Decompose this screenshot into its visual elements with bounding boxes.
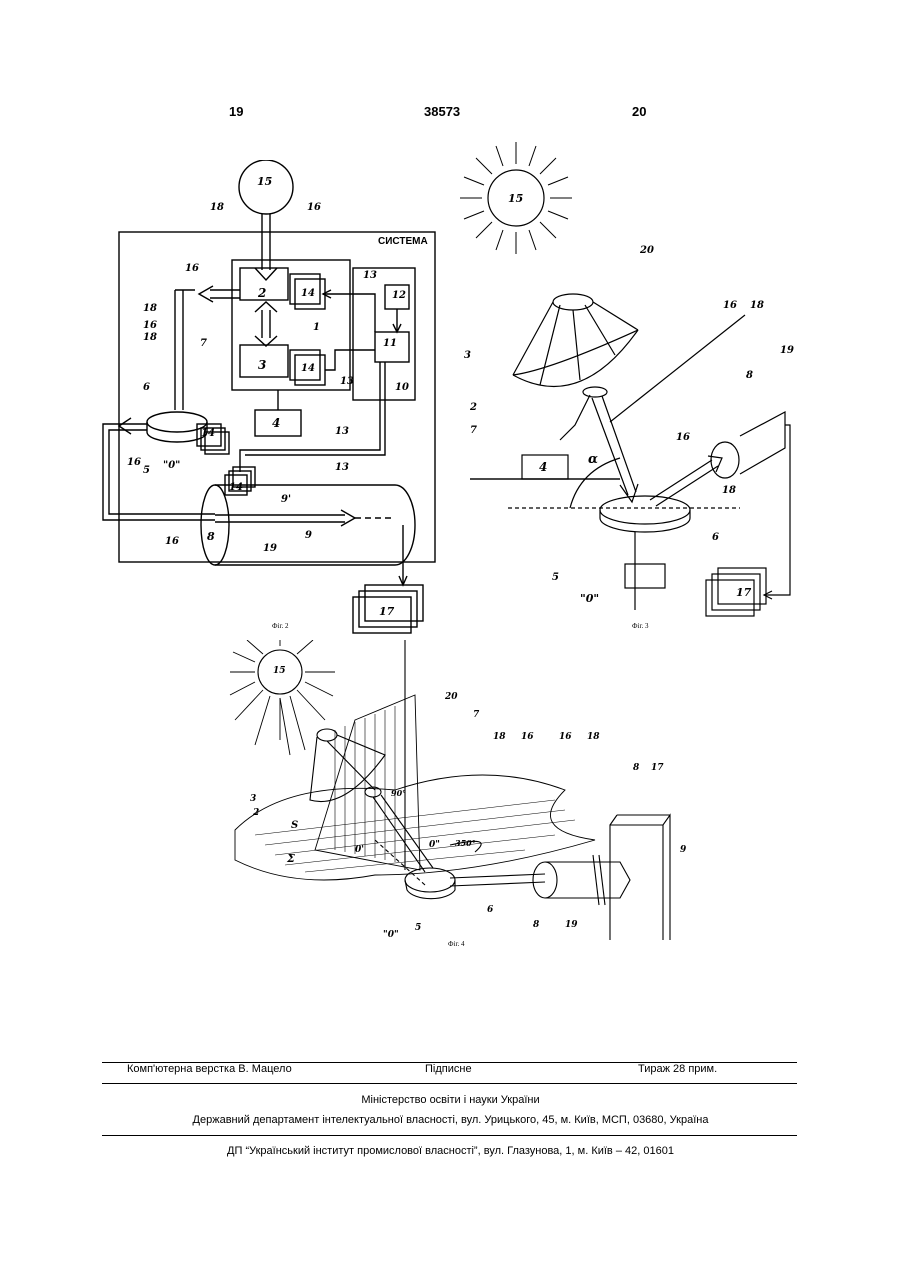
fig2-label-16: 16 (307, 202, 321, 213)
fig4-label-0b: 0" (429, 840, 440, 850)
fig2-label-8: 8 (207, 530, 215, 543)
footer-layout: Комп'ютерна верстка В. Мацело (127, 1063, 292, 1075)
footer-institute: ДП “Український інститут промислової вла… (0, 1145, 901, 1157)
fig2-label-2: 2 (258, 286, 266, 300)
fig2-label-18: 18 (210, 202, 224, 213)
fig3-caption: Фіг. 3 (632, 622, 649, 630)
fig2-caption: Фіг. 2 (272, 622, 289, 630)
fig3-label-5: 5 (552, 572, 559, 583)
fig3-label-4: 4 (539, 460, 547, 474)
fig2-label-5: 5 (143, 465, 150, 476)
fig2-label-14d: 14 (229, 482, 243, 493)
fig2-label-18c: 18 (143, 332, 157, 343)
fig3-label-8: 8 (746, 370, 753, 381)
fig4-label-2: 2 (253, 808, 259, 818)
fig4-label-15: 15 (273, 666, 286, 676)
fig4-label-90: 90° (391, 788, 406, 798)
fig2-label-14: 14 (301, 288, 315, 299)
page-number-left: 19 (229, 104, 243, 119)
fig2-label-0: "0" (163, 460, 180, 471)
fig2-label-16b: 16 (185, 263, 199, 274)
footer-signed: Підписне (425, 1063, 472, 1075)
page-number-right: 20 (632, 104, 646, 119)
fig2-label-14b: 14 (301, 363, 315, 374)
fig4-label-S: S (291, 820, 298, 831)
system-frame (119, 232, 435, 562)
fig2-label-9prime: 9' (281, 494, 291, 505)
fig2-label-16d: 16 (127, 457, 141, 468)
fig2-label-3: 3 (258, 358, 266, 372)
fig2-label-4: 4 (272, 416, 280, 430)
fig3-label-0: "0" (580, 592, 599, 605)
footer-rule-mid (102, 1083, 797, 1084)
fig3-label-16: 16 (723, 300, 737, 311)
fig2-label-13: 13 (363, 270, 377, 281)
fig4-label-sigma: Σ (287, 852, 295, 865)
patent-number: 38573 (424, 104, 460, 119)
fig2-label-18b: 18 (143, 303, 157, 314)
footer-rule-bottom (102, 1135, 797, 1136)
fig3-label-alpha: α (588, 452, 598, 467)
figure-3: 15 20 16 18 3 2 7 4 α 8 19 16 18 6 5 "0"… (440, 140, 805, 620)
figure-4-drawing (225, 640, 685, 940)
fig3-label-17: 17 (736, 586, 751, 599)
fig4-label-17: 17 (651, 763, 664, 773)
fig4-label-16b: 16 (559, 732, 572, 742)
fig4-label-6: 6 (487, 905, 493, 915)
fig4-label-8b: 8 (533, 920, 539, 930)
fig3-label-3: 3 (464, 350, 471, 361)
fig2-system-label: СИСТЕМА (378, 236, 428, 247)
fig3-label-19: 19 (780, 345, 794, 356)
fig3-label-6: 6 (712, 532, 719, 543)
fig2-label-13c: 13 (335, 426, 349, 437)
fig3-label-16b: 16 (676, 432, 690, 443)
fig4-label-0: "0" (383, 930, 399, 940)
fig2-label-10: 10 (395, 382, 409, 393)
fig4-label-0prime: 0' (355, 845, 364, 855)
fig2-label-13b: 13 (340, 376, 354, 387)
figure-2-drawing (95, 160, 440, 635)
fig3-label-18: 18 (750, 300, 764, 311)
fig4-label-18b: 18 (587, 732, 600, 742)
fig2-label-16c: 16 (143, 320, 157, 331)
fig4-label-3: 3 (250, 794, 256, 804)
footer-ministry: Міністерство освіти і науки України (0, 1094, 901, 1106)
fig3-label-18b: 18 (722, 485, 736, 496)
fig2-label-7: 7 (200, 338, 207, 349)
fig4-label-350: 350° (455, 838, 476, 848)
fig4-label-20: 20 (445, 692, 458, 702)
fig4-label-18: 18 (493, 732, 506, 742)
fig2-label-13d: 13 (335, 462, 349, 473)
fig3-label-2: 2 (470, 402, 477, 413)
fig4-label-16: 16 (521, 732, 534, 742)
fig2-label-14c: 14 (201, 428, 215, 439)
fig2-label-12: 12 (392, 290, 406, 301)
fig3-label-20: 20 (640, 245, 654, 256)
fig4-label-9: 9 (680, 845, 686, 855)
fig3-label-7: 7 (470, 425, 477, 436)
block-10 (353, 268, 415, 400)
fig2-label-19: 19 (263, 543, 277, 554)
fig4-label-19: 19 (565, 920, 578, 930)
fig2-label-6: 6 (143, 382, 150, 393)
fig2-label-1: 1 (313, 322, 320, 333)
fig3-label-15: 15 (508, 192, 523, 205)
fig4-label-7: 7 (473, 710, 479, 720)
fig2-label-15: 15 (257, 175, 272, 188)
figure-2: 15 18 16 СИСТЕМА 16 2 14 1 3 14 4 13 12 … (95, 160, 440, 635)
figure-4: 15 20 7 18 16 16 18 8 17 3 2 90° S Σ 0' … (225, 640, 685, 940)
fig4-label-8: 8 (633, 763, 639, 773)
fig2-label-9: 9 (305, 530, 312, 541)
fig4-caption: Фіг. 4 (448, 940, 465, 948)
fig4-label-5: 5 (415, 923, 421, 933)
footer-circulation: Тираж 28 прим. (638, 1063, 717, 1075)
footer-department: Державний департамент інтелектуальної вл… (0, 1114, 901, 1126)
fig2-label-17: 17 (379, 605, 394, 618)
fig2-label-11: 11 (383, 338, 397, 349)
fig2-label-16e: 16 (165, 536, 179, 547)
